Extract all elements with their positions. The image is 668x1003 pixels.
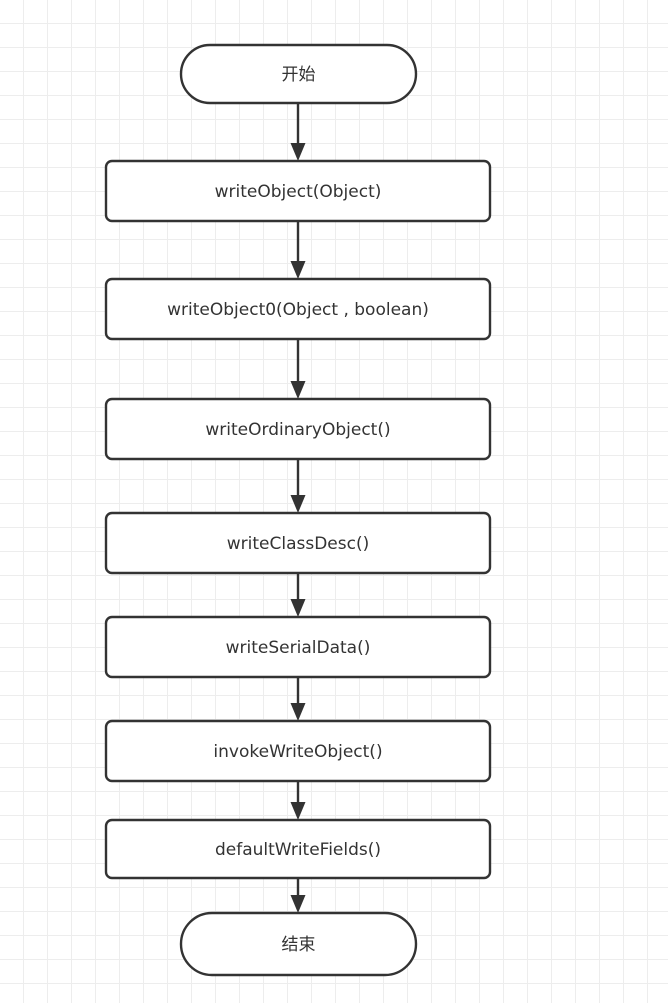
node-label: writeObject(Object) (215, 182, 382, 202)
flow-edge (290, 677, 306, 721)
node-shape-rect[interactable] (104, 159, 492, 223)
node-label: defaultWriteFields() (215, 840, 381, 860)
node-shape-rect[interactable] (104, 719, 492, 783)
node-shape-rect[interactable] (104, 615, 492, 679)
edges-layer (290, 103, 306, 913)
flow-node-write-object0[interactable]: writeObject0(Object , boolean) (104, 277, 492, 341)
node-label: writeClassDesc() (227, 534, 369, 554)
flow-node-write-class-desc[interactable]: writeClassDesc() (104, 511, 492, 575)
edge-arrowhead-icon (290, 261, 306, 279)
flow-node-invoke-write-object[interactable]: invokeWriteObject() (104, 719, 492, 783)
edge-arrowhead-icon (290, 599, 306, 617)
flow-node-start[interactable]: 开始 (179, 43, 418, 105)
node-shape-rect[interactable] (104, 397, 492, 461)
flow-edge (290, 103, 306, 161)
node-label: 结束 (282, 935, 316, 955)
flow-edge (290, 221, 306, 279)
flow-edge (290, 573, 306, 617)
flow-edge (290, 339, 306, 399)
edge-arrowhead-icon (290, 802, 306, 820)
edge-arrowhead-icon (290, 381, 306, 399)
edge-arrowhead-icon (290, 703, 306, 721)
node-label: writeObject0(Object , boolean) (167, 300, 429, 320)
flow-node-write-object[interactable]: writeObject(Object) (104, 159, 492, 223)
node-shape-stadium[interactable] (179, 43, 418, 105)
node-label: 开始 (282, 65, 316, 85)
flow-node-default-write-fields[interactable]: defaultWriteFields() (104, 818, 492, 880)
edge-arrowhead-icon (290, 895, 306, 913)
flow-edge (290, 459, 306, 513)
edge-arrowhead-icon (290, 143, 306, 161)
flow-edge (290, 781, 306, 820)
flow-node-write-serial-data[interactable]: writeSerialData() (104, 615, 492, 679)
flow-node-write-ordinary-object[interactable]: writeOrdinaryObject() (104, 397, 492, 461)
node-shape-rect[interactable] (104, 818, 492, 880)
node-shape-rect[interactable] (104, 277, 492, 341)
flow-node-end[interactable]: 结束 (179, 911, 418, 977)
nodes-layer: 开始 writeObject(Object) writeObject0(Object… (104, 43, 492, 977)
flow-edge (290, 878, 306, 913)
node-label: writeSerialData() (226, 638, 371, 658)
node-shape-stadium[interactable] (179, 911, 418, 977)
node-label: writeOrdinaryObject() (205, 420, 390, 440)
node-shape-rect[interactable] (104, 511, 492, 575)
node-label: invokeWriteObject() (213, 742, 382, 762)
edge-arrowhead-icon (290, 495, 306, 513)
